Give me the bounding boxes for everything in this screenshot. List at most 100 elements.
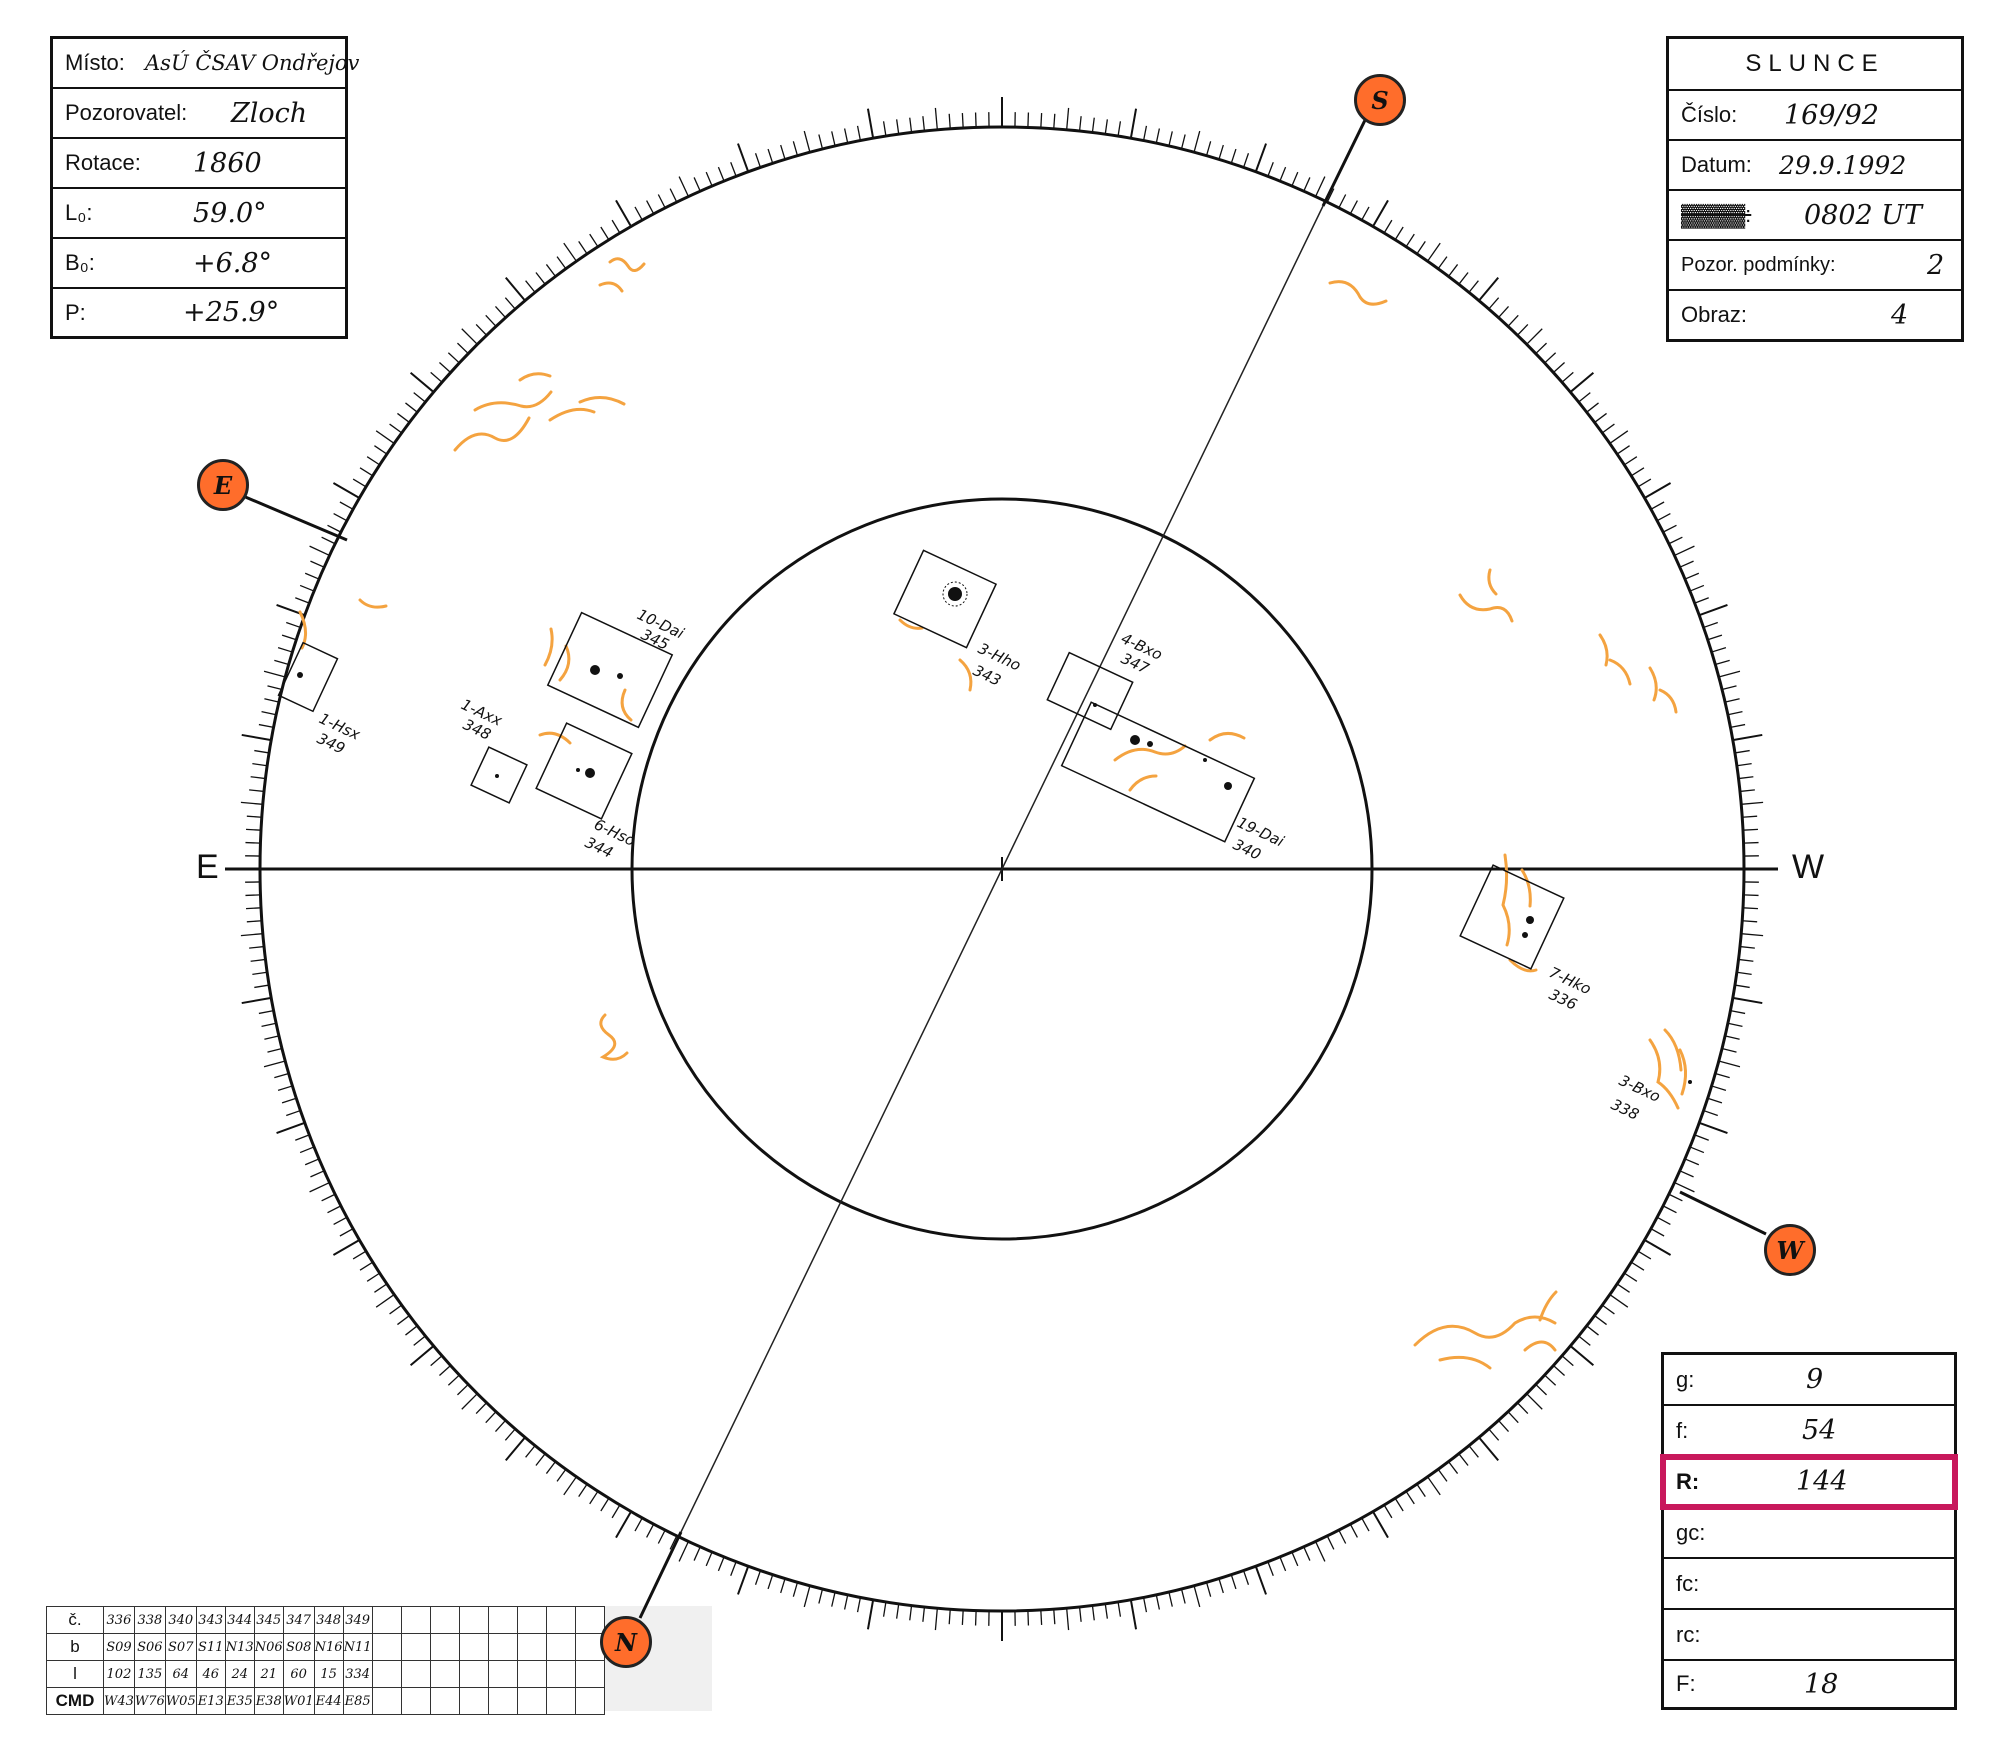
table-cell: N11 [342, 1633, 373, 1661]
degree-tick [1721, 1047, 1737, 1053]
degree-tick [563, 242, 577, 262]
table-cell: 24 [224, 1660, 255, 1688]
degree-tick [1689, 584, 1705, 592]
table-cell-empty [516, 1606, 547, 1634]
degree-tick [1142, 125, 1148, 141]
degree-tick [430, 371, 443, 383]
degree-tick [1193, 130, 1201, 153]
table-cell: 64 [164, 1660, 197, 1688]
table-cell-empty [458, 1606, 489, 1634]
degree-tick [1279, 1556, 1287, 1572]
table-cell-empty [458, 1660, 489, 1688]
degree-tick [1314, 176, 1326, 197]
facula [1598, 633, 1609, 667]
degree-tick [1078, 116, 1082, 132]
facula [1523, 1340, 1557, 1352]
table-cell: 15 [313, 1660, 344, 1688]
degree-tick [1650, 1228, 1665, 1237]
degree-tick [669, 1535, 678, 1550]
table-cell-empty [371, 1660, 402, 1688]
degree-tick [1218, 144, 1224, 160]
degree-tick [896, 119, 900, 135]
degree-tick [1616, 445, 1630, 455]
stats-label: f: [1676, 1417, 1689, 1443]
degree-tick [352, 1250, 367, 1260]
table-cell: S08 [282, 1633, 315, 1661]
degree-tick [295, 1134, 310, 1141]
facula [1608, 658, 1632, 686]
table-cell-empty [371, 1633, 402, 1661]
degree-tick [1601, 423, 1615, 434]
slunce-value: 0802 UT [1804, 199, 1923, 231]
degree-tick [1142, 1597, 1148, 1613]
table-cell-empty [400, 1660, 431, 1688]
degree-tick [525, 1445, 536, 1458]
sunspot [495, 774, 499, 778]
facula [1438, 1355, 1492, 1370]
degree-tick [730, 1561, 737, 1576]
stats-label: g: [1676, 1366, 1695, 1392]
degree-tick [866, 108, 875, 139]
degree-tick [1586, 1325, 1599, 1336]
degree-tick [1689, 1146, 1705, 1154]
degree-tick [1736, 763, 1752, 767]
table-cell: W43 [103, 1687, 135, 1715]
degree-tick [366, 1272, 381, 1282]
degree-tick [974, 1610, 977, 1626]
degree-tick [678, 176, 690, 197]
degree-tick [578, 1483, 588, 1497]
degree-tick [258, 723, 274, 729]
degree-tick [250, 776, 266, 780]
facula [598, 281, 624, 293]
degree-tick [1734, 749, 1750, 754]
degree-tick [413, 1335, 426, 1346]
group-frame-336 [1459, 864, 1565, 970]
slunce-title: SLUNCE [1669, 39, 1961, 91]
table-row-header: l [46, 1660, 104, 1688]
degree-tick [309, 545, 330, 557]
slunce-row-date: Datum: 29.9.1992 [1669, 141, 1961, 191]
group-frame-344 [535, 722, 633, 820]
facula [298, 610, 307, 650]
degree-tick [277, 647, 293, 653]
degree-tick [705, 1551, 713, 1567]
degree-tick [332, 1239, 360, 1256]
east-pointer [242, 494, 348, 542]
degree-tick [409, 372, 435, 393]
degree-tick [611, 1504, 621, 1519]
stats-value: 18 [1804, 1668, 1839, 1700]
degree-tick [263, 670, 286, 678]
degree-tick [304, 572, 320, 580]
degree-tick [1416, 1483, 1426, 1497]
degree-tick [250, 958, 266, 962]
table-cell-empty [429, 1606, 460, 1634]
stats-box: g: 9 f: 54 R: 144 gc: fc: rc: F: 18 [1661, 1352, 1957, 1710]
degree-tick [1040, 1609, 1043, 1625]
badge-west: W [1764, 1224, 1816, 1276]
degree-tick [1478, 1436, 1499, 1462]
facula [1648, 666, 1658, 702]
degree-tick [1437, 256, 1448, 270]
stats-value: 9 [1806, 1364, 1824, 1395]
degree-tick [1650, 501, 1665, 510]
degree-tick [1742, 920, 1758, 923]
facula [453, 416, 531, 452]
degree-tick [295, 597, 310, 604]
sunspot [948, 587, 962, 601]
degree-tick [475, 1402, 488, 1414]
degree-tick [375, 430, 395, 444]
degree-tick [843, 128, 849, 144]
degree-tick [717, 1556, 725, 1572]
slunce-label: Obraz: [1681, 302, 1748, 327]
table-cell-empty [545, 1687, 576, 1715]
degree-tick [1117, 121, 1122, 137]
degree-tick [1516, 324, 1529, 336]
degree-tick [737, 1565, 750, 1595]
degree-tick [737, 143, 750, 173]
info-value: 59.0° [193, 197, 267, 229]
degree-tick [1623, 456, 1638, 466]
degree-tick [1644, 1239, 1672, 1256]
stats-row-gc: gc: [1664, 1508, 1954, 1559]
faculae-markings [298, 257, 1687, 1370]
degree-tick [1516, 1402, 1529, 1414]
